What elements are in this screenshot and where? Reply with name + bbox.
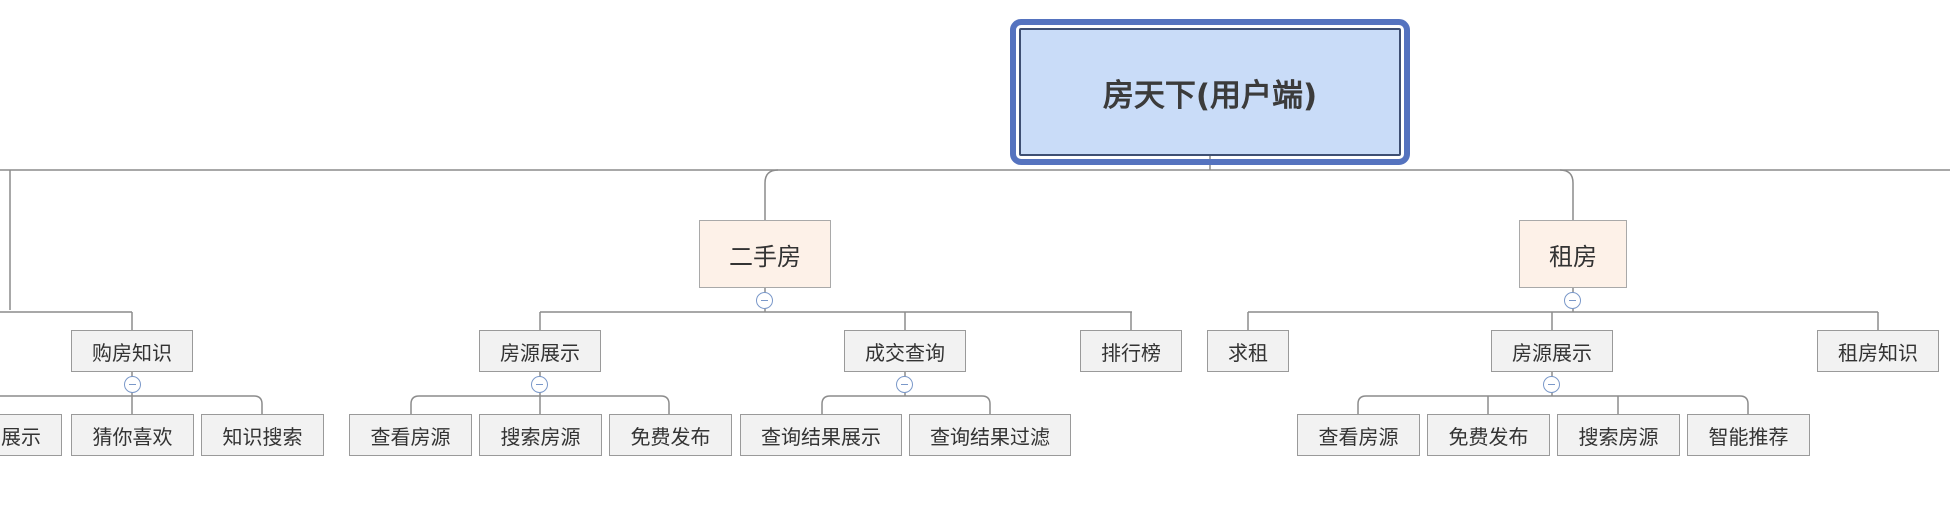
leaf-view-listings[interactable]: 查看房源: [349, 414, 472, 456]
leaf-display[interactable]: 展示: [0, 414, 62, 456]
leaf-guess-you-like[interactable]: 猜你喜欢: [71, 414, 194, 456]
leaf-free-post[interactable]: 免费发布: [609, 414, 732, 456]
collapse-minus-icon[interactable]: [531, 376, 548, 393]
collapse-minus-icon[interactable]: [1543, 376, 1560, 393]
leaf-rental-view-listings[interactable]: 查看房源: [1297, 414, 1420, 456]
subtopic-rental-listing[interactable]: 房源展示: [1491, 330, 1613, 372]
leaf-rental-free-post[interactable]: 免费发布: [1427, 414, 1550, 456]
subtopic-listing[interactable]: 房源展示: [479, 330, 601, 372]
leaf-search-listings[interactable]: 搜索房源: [479, 414, 602, 456]
leaf-knowledge-search[interactable]: 知识搜索: [201, 414, 324, 456]
root-topic[interactable]: 房天下(用户端): [1010, 19, 1410, 165]
collapse-minus-icon[interactable]: [124, 376, 141, 393]
subtopic-buying-knowledge[interactable]: 购房知识: [71, 330, 193, 372]
topic-rental[interactable]: 租房: [1519, 220, 1627, 288]
collapse-minus-icon[interactable]: [1564, 292, 1581, 309]
topic-secondhand[interactable]: 二手房: [699, 220, 831, 288]
subtopic-ranking[interactable]: 排行榜: [1080, 330, 1182, 372]
collapse-minus-icon[interactable]: [756, 292, 773, 309]
leaf-smart-recommend[interactable]: 智能推荐: [1687, 414, 1810, 456]
leaf-query-result-filter[interactable]: 查询结果过滤: [909, 414, 1071, 456]
collapse-minus-icon[interactable]: [896, 376, 913, 393]
leaf-rental-search-listings[interactable]: 搜索房源: [1557, 414, 1680, 456]
subtopic-deal-query[interactable]: 成交查询: [844, 330, 966, 372]
subtopic-rent-wanted[interactable]: 求租: [1207, 330, 1289, 372]
leaf-query-result-display[interactable]: 查询结果展示: [740, 414, 902, 456]
subtopic-rental-knowledge[interactable]: 租房知识: [1817, 330, 1939, 372]
